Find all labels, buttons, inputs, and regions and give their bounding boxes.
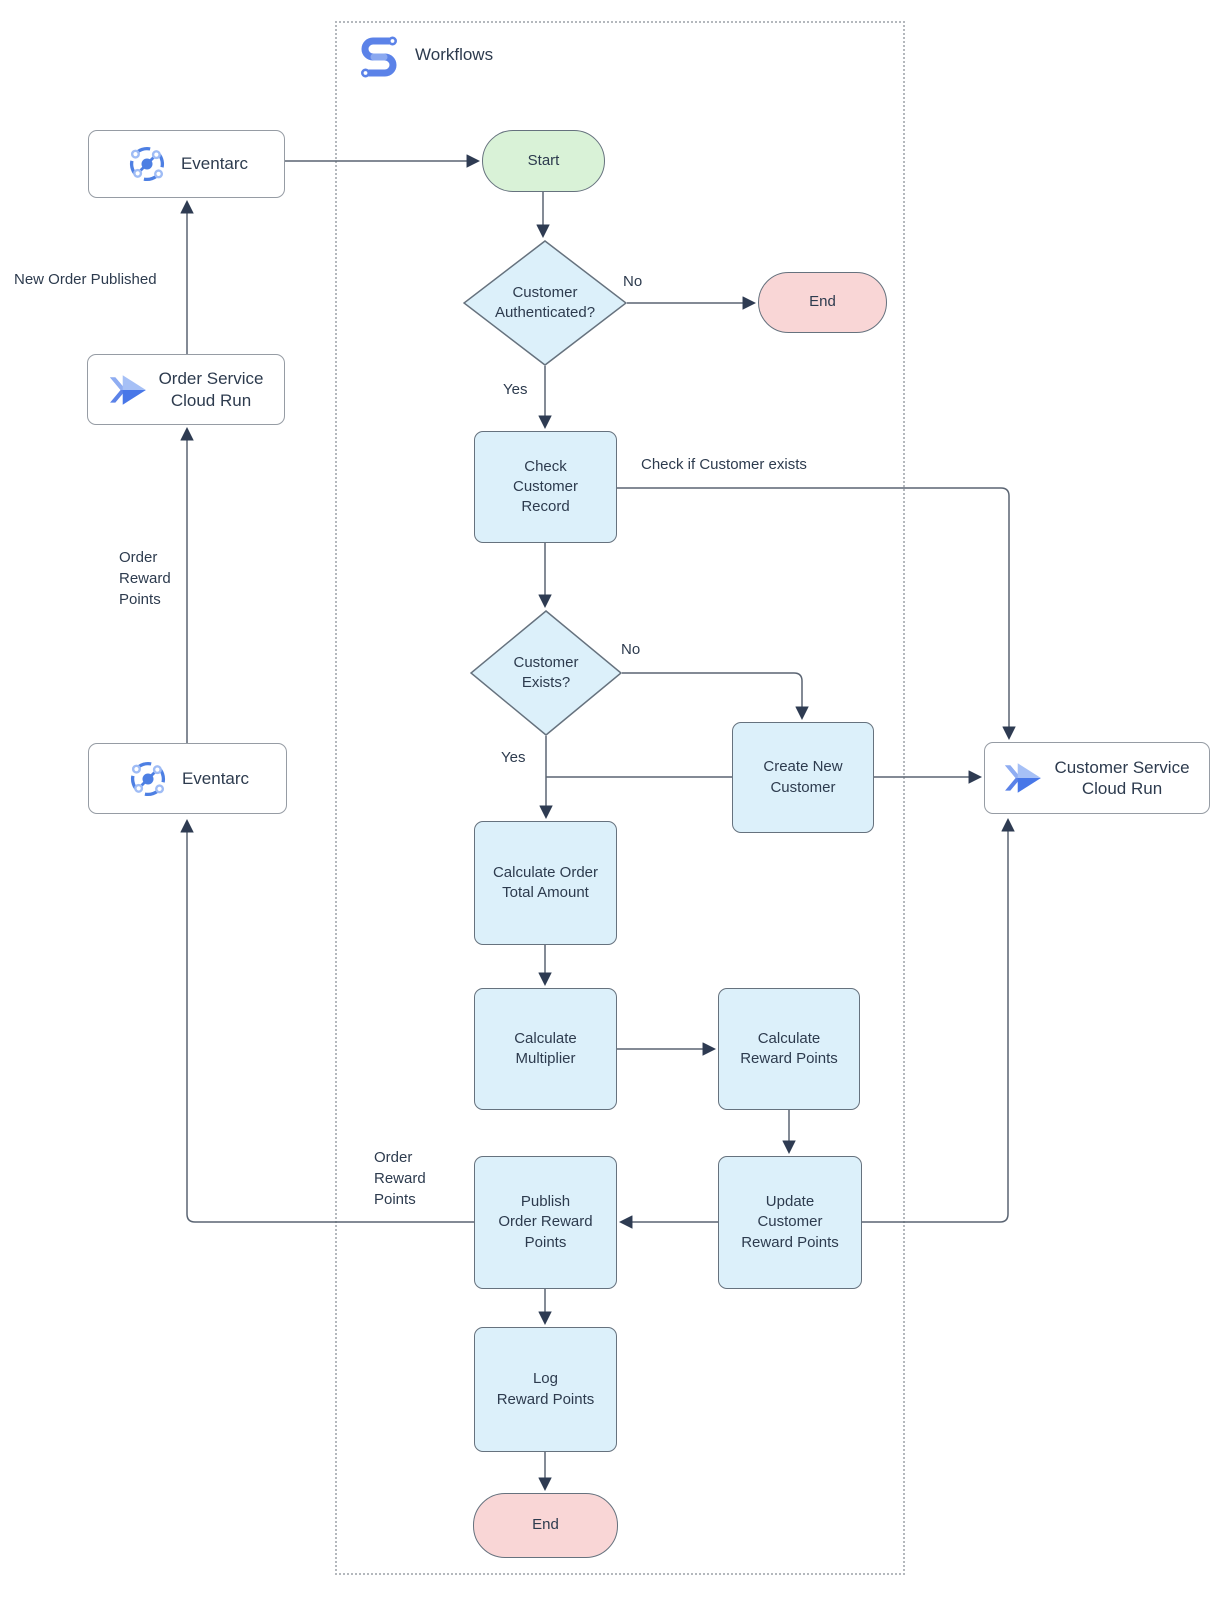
edge-label-yes-exists: Yes: [501, 749, 526, 766]
edge-label-new-order-published: New Order Published: [14, 271, 157, 288]
node-calculate-reward-points: Calculate Reward Points: [718, 988, 860, 1110]
node-end-top: End: [758, 272, 887, 333]
workflows-container: Workflows: [335, 21, 905, 1575]
edge-label-check-if-exists: Check if Customer exists: [641, 456, 807, 473]
edge-label-no-exists: No: [621, 641, 641, 658]
service-label: Customer Service Cloud Run: [1054, 757, 1190, 798]
edge-label-order-reward-points-mid: Order Reward Points: [374, 1149, 426, 1208]
eventarc-icon: [130, 761, 166, 796]
service-eventarc-top: Eventarc: [88, 130, 285, 198]
node-label: Customer Exists?: [513, 653, 579, 691]
node-customer-exists: Customer Exists?: [470, 610, 622, 736]
cloud-run-icon: [109, 374, 146, 405]
workflows-header: Workflows: [357, 32, 493, 78]
node-log-reward-points: Log Reward Points: [474, 1327, 617, 1452]
node-start: Start: [482, 130, 605, 192]
node-customer-authenticated: Customer Authenticated?: [463, 240, 627, 366]
cloud-run-icon: [1005, 763, 1042, 793]
node-check-customer-record: Check Customer Record: [474, 431, 617, 543]
node-calculate-order-total: Calculate Order Total Amount: [474, 821, 617, 945]
node-publish-order-reward-points: Publish Order Reward Points: [474, 1156, 617, 1289]
node-end-bottom: End: [473, 1493, 618, 1558]
node-create-new-customer: Create New Customer: [732, 722, 874, 833]
node-update-customer-reward-points: Update Customer Reward Points: [718, 1156, 862, 1289]
node-calculate-multiplier: Calculate Multiplier: [474, 988, 617, 1110]
service-label: Eventarc: [181, 768, 250, 788]
workflows-icon: [361, 36, 397, 78]
service-order-service-cloud-run: Order Service Cloud Run: [87, 354, 285, 425]
node-label: Customer Authenticated?: [494, 283, 596, 321]
edge-label-no-auth: No: [623, 273, 643, 290]
service-label: Eventarc: [180, 154, 249, 174]
service-customer-service-cloud-run: Customer Service Cloud Run: [984, 742, 1210, 814]
service-eventarc-bottom: Eventarc: [88, 743, 287, 814]
eventarc-icon: [129, 146, 165, 182]
edge-label-order-reward-points-left: Order Reward Points: [119, 549, 171, 608]
service-label: Order Service Cloud Run: [158, 369, 264, 410]
edge-label-yes-auth: Yes: [503, 381, 528, 398]
workflows-title: Workflows: [415, 45, 494, 64]
